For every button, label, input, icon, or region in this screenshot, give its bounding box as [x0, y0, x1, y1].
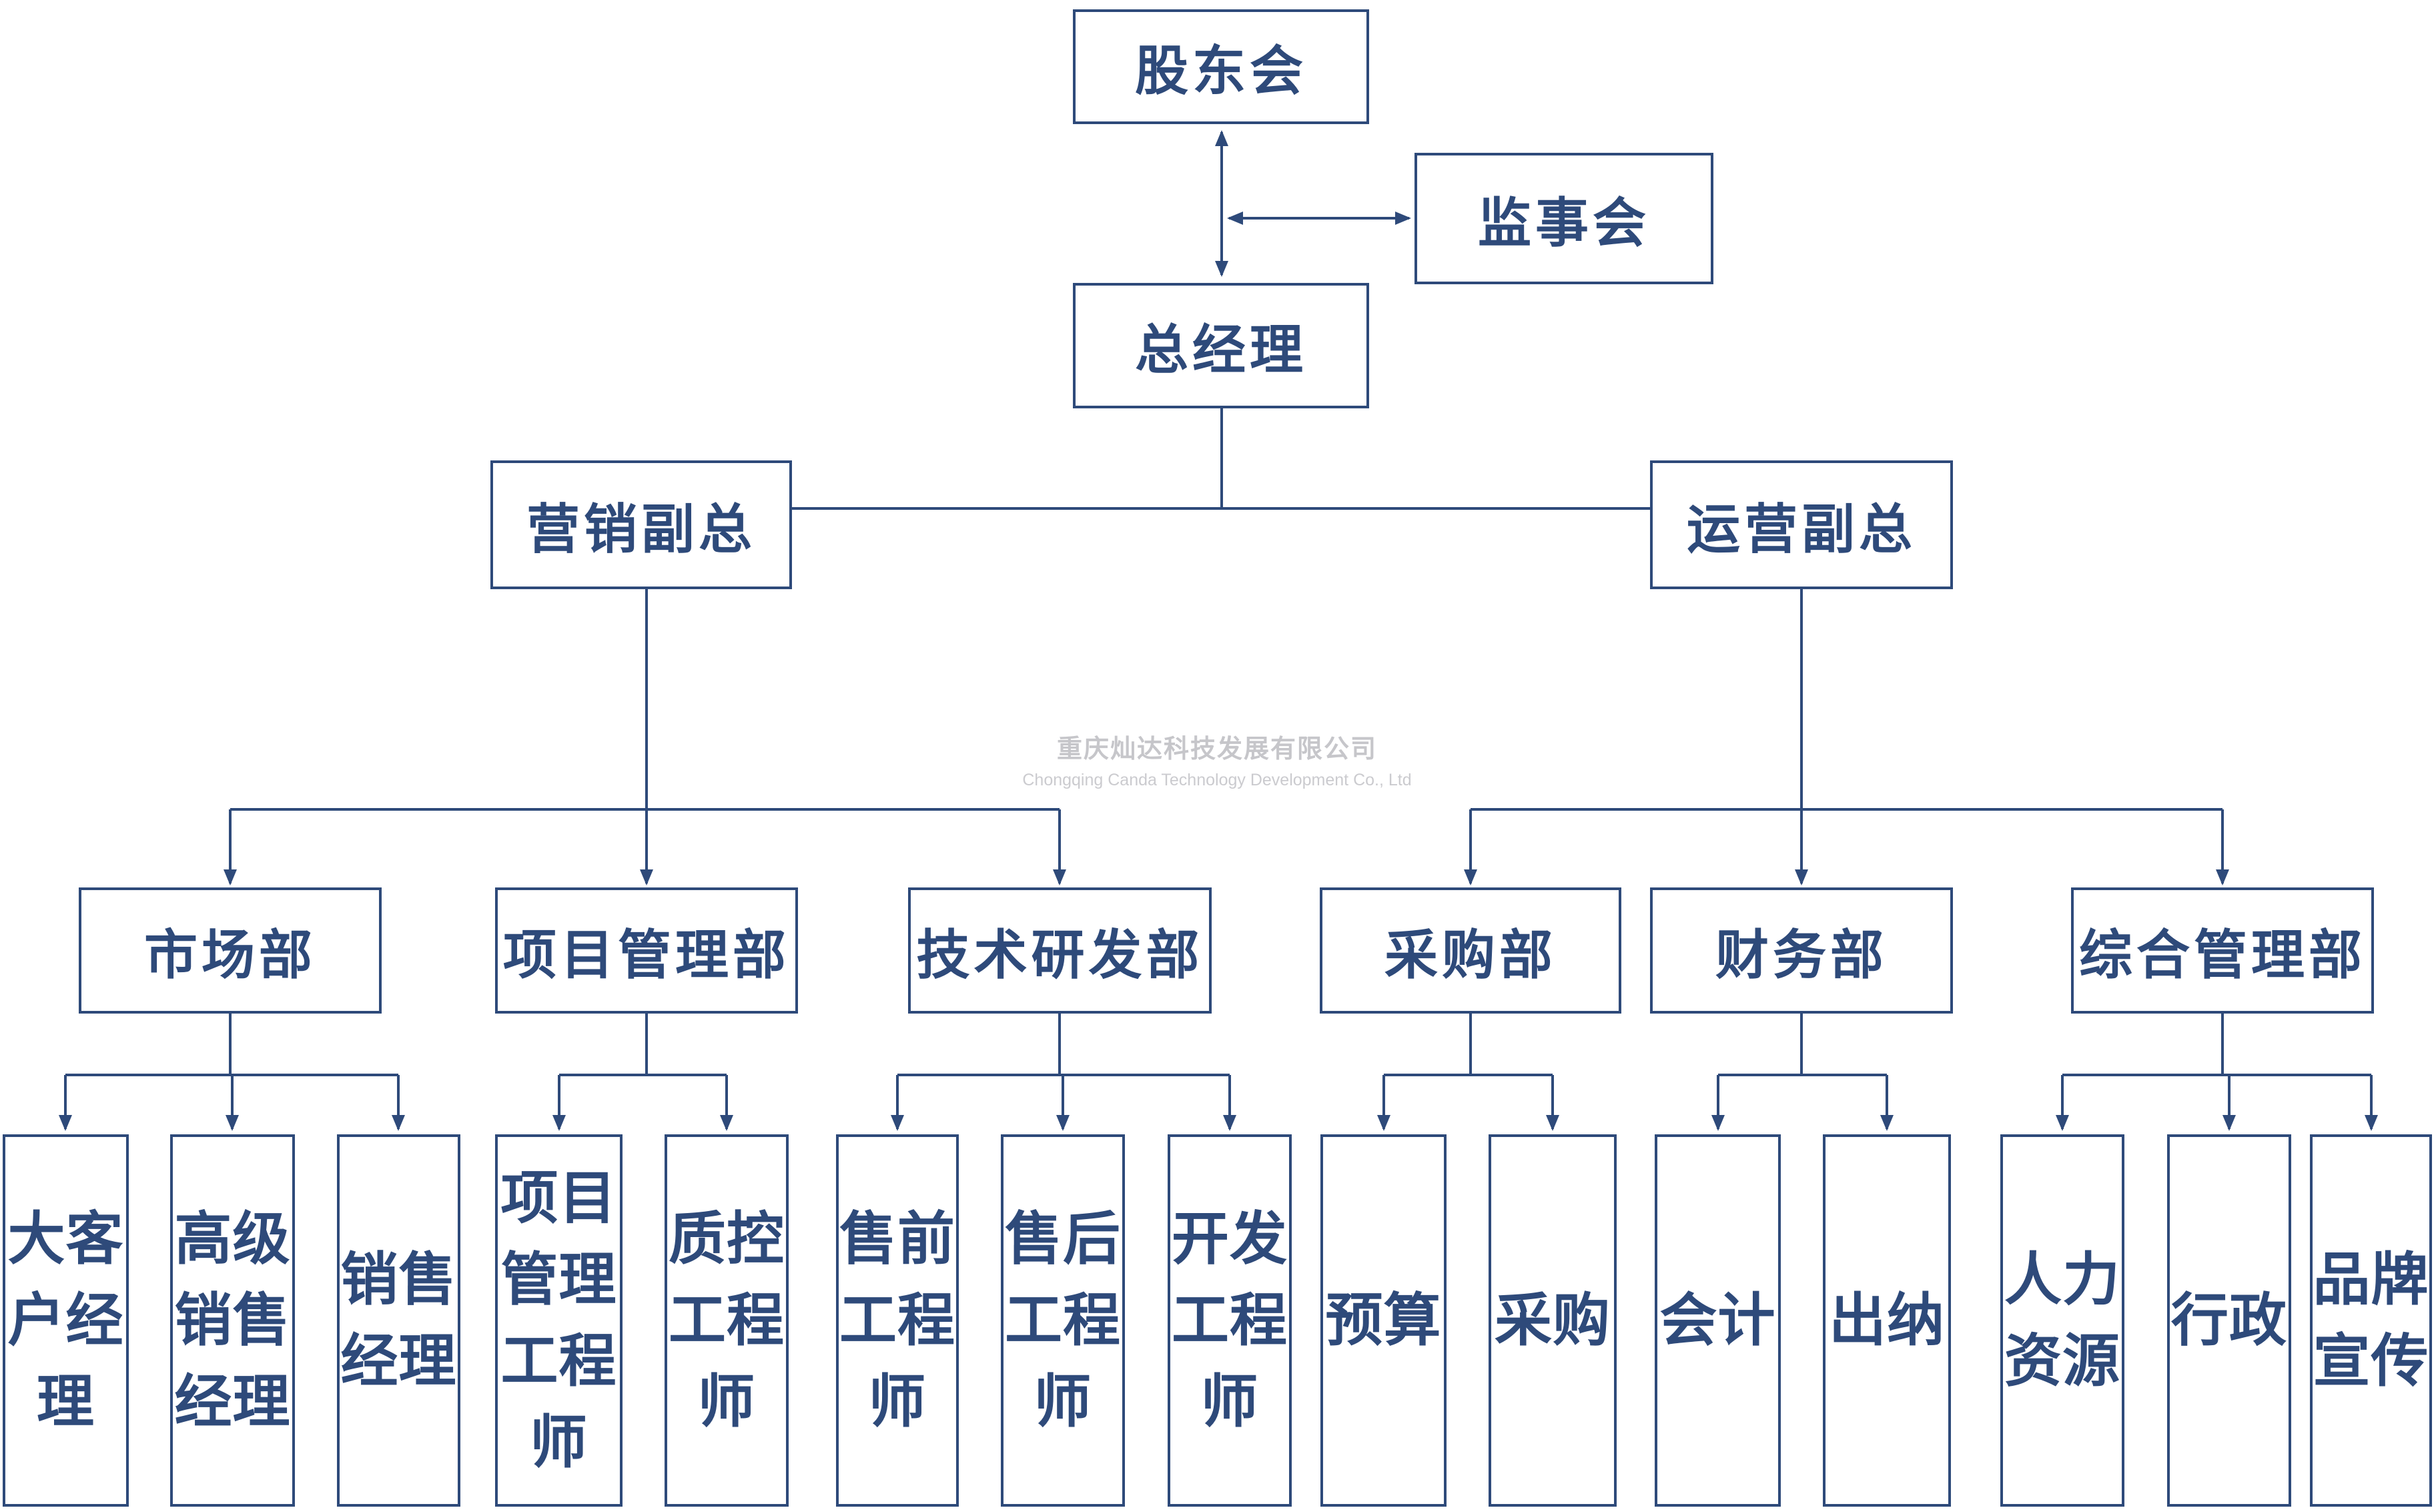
node-presales-engineer: 售前工程师 — [836, 1134, 959, 1507]
node-qc-engineer: 质控工程师 — [665, 1134, 789, 1507]
node-hr: 人力资源 — [2000, 1134, 2124, 1507]
node-brand-promotion: 品牌宣传 — [2310, 1134, 2432, 1507]
node-aftersales-engineer: 售后工程师 — [1001, 1134, 1125, 1507]
node-admin: 行政 — [2167, 1134, 2291, 1507]
node-procurement: 采购 — [1489, 1134, 1617, 1507]
node-project-management-engineer: 项目管理工程师 — [495, 1134, 623, 1507]
node-dept-tech-rnd: 技术研发部 — [908, 887, 1212, 1014]
node-development-engineer: 开发工程师 — [1168, 1134, 1292, 1507]
node-dept-project-management: 项目管理部 — [495, 887, 798, 1014]
company-watermark: 重庆灿达科技发展有限公司 Chongqing Canda Technology … — [883, 734, 1551, 791]
node-dept-procurement: 采购部 — [1320, 887, 1621, 1014]
node-cashier: 出纳 — [1823, 1134, 1951, 1507]
node-vp-marketing: 营销副总 — [490, 460, 792, 589]
node-dept-finance: 财务部 — [1650, 887, 1953, 1014]
node-key-account-manager: 大客户经理 — [3, 1134, 129, 1507]
node-senior-sales-manager: 高级销售经理 — [170, 1134, 295, 1507]
node-sales-manager: 销售经理 — [337, 1134, 460, 1507]
node-dept-marketing: 市场部 — [79, 887, 382, 1014]
node-accounting: 会计 — [1655, 1134, 1781, 1507]
node-general-manager: 总经理 — [1073, 283, 1369, 408]
company-watermark-cn: 重庆灿达科技发展有限公司 — [1056, 735, 1377, 763]
node-supervisory-board: 监事会 — [1414, 153, 1713, 284]
node-dept-general-admin: 综合管理部 — [2071, 887, 2374, 1014]
node-shareholders-meeting: 股东会 — [1073, 9, 1369, 124]
company-watermark-en: Chongqing Canda Technology Development C… — [1022, 771, 1412, 789]
node-vp-operations: 运营副总 — [1650, 460, 1953, 589]
node-budget: 预算 — [1320, 1134, 1447, 1507]
